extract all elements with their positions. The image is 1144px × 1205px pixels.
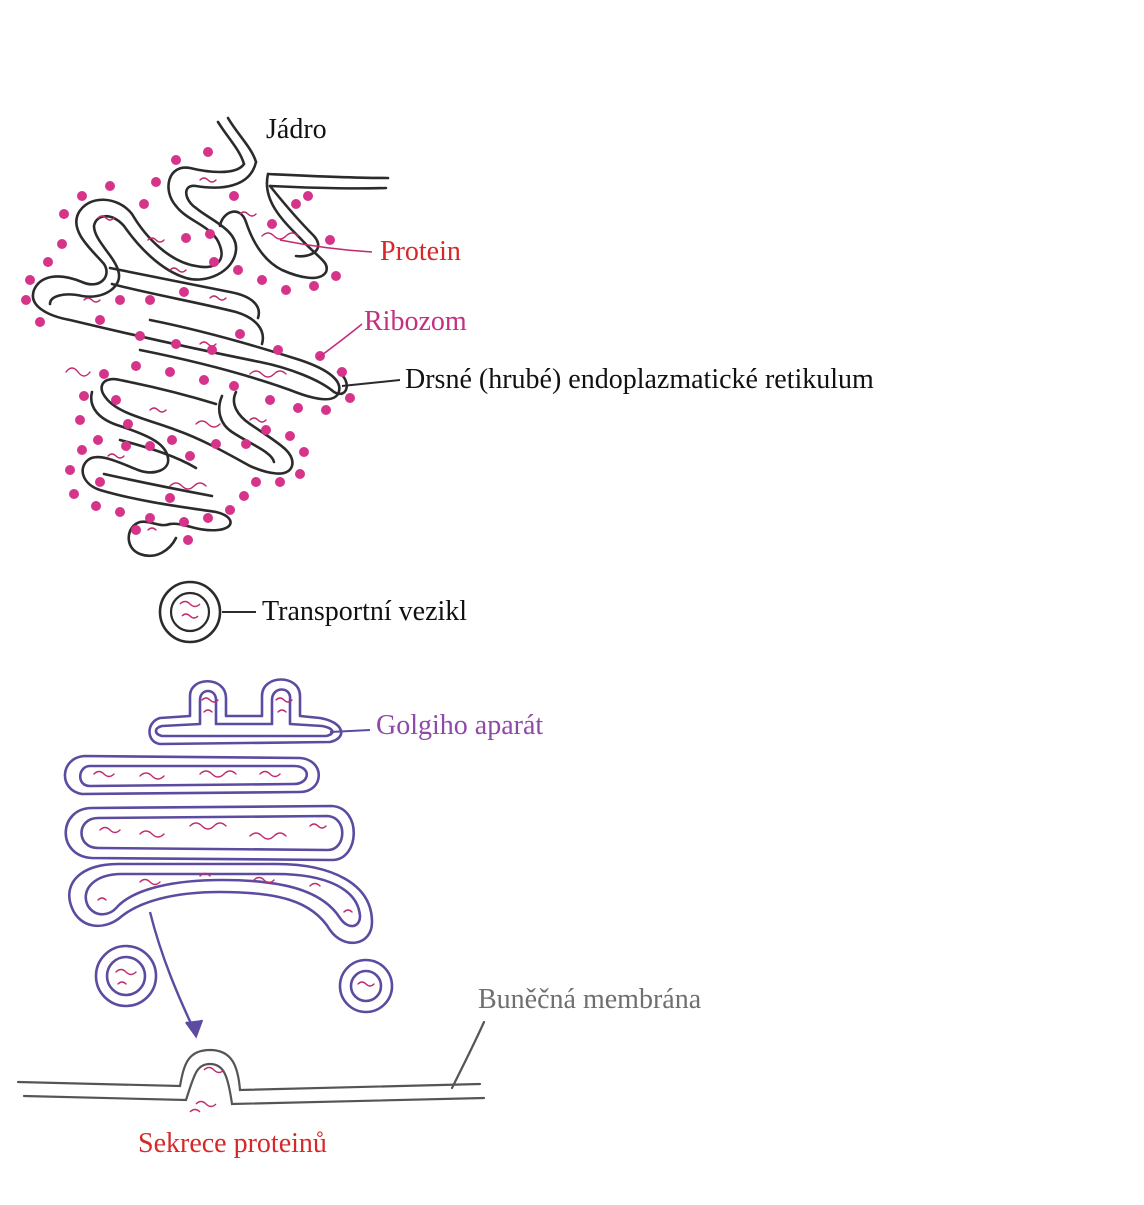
rough-er [21,118,400,556]
label-rough-er: Drsné (hrubé) endoplazmatické retikulum [405,364,874,395]
label-transport-vesicle: Transportní vezikl [262,596,467,627]
label-secretion: Sekrece proteinů [138,1128,327,1159]
label-nucleus: Jádro [266,114,327,145]
golgi-apparatus [65,680,392,1037]
cell-membrane [18,1022,484,1112]
label-ribosome: Ribozom [364,306,467,337]
secretion-arrowhead [186,1020,202,1036]
transport-vesicle [160,582,256,642]
label-cell-membrane: Buněčná membrána [478,984,702,1015]
label-golgi: Golgiho aparát [376,710,543,741]
golgi-leader-line [330,730,370,732]
ribosome-leader-line [318,324,362,358]
rough-er-leader-line [342,380,400,386]
label-protein: Protein [380,236,461,267]
